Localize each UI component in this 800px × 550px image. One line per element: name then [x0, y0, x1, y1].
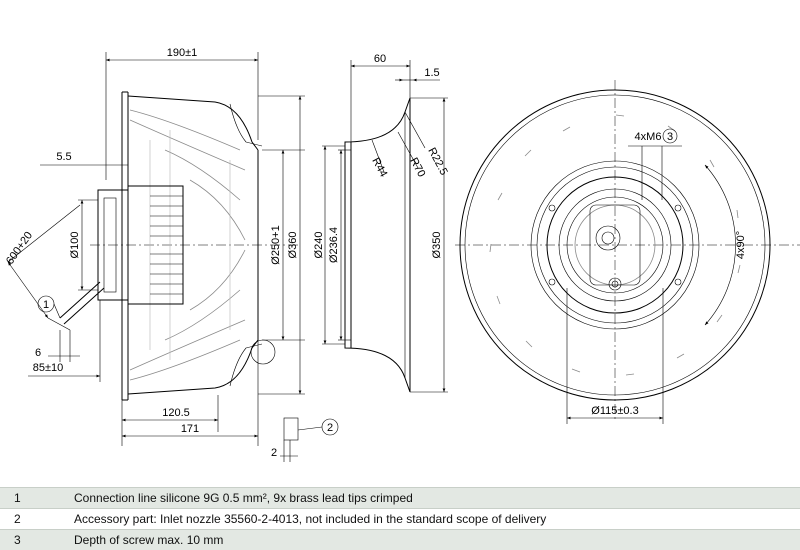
- note-text: Connection line silicone 9G 0.5 mm², 9x …: [66, 487, 800, 509]
- dim-r44: R44: [369, 156, 389, 179]
- dim-dia-350: Ø350: [431, 232, 443, 259]
- rotor-fins: [150, 195, 183, 295]
- dim-6: 6: [35, 347, 41, 359]
- dim-dia-250: Ø250+1: [270, 225, 282, 264]
- table-row: 2 Accessory part: Inlet nozzle 35560-2-4…: [0, 508, 800, 530]
- blade-marks: [489, 114, 741, 376]
- notes-table: 1 Connection line silicone 9G 0.5 mm², 9…: [0, 487, 800, 550]
- dim-width-190: 190±1: [167, 47, 198, 59]
- inlet-nozzle-view: 60 1.5 R22.5 R70 R44 Ø240 Ø236.4 Ø350: [313, 53, 450, 393]
- technical-drawing: 190±1 5.5 Ø100 600+20 1 6 85±10 120.5 17…: [4, 47, 800, 462]
- callout-2-label: 2: [327, 422, 333, 434]
- dim-r22-5: R22.5: [425, 146, 449, 178]
- callout-3-label: 3: [667, 131, 673, 143]
- note-number: 3: [0, 529, 66, 550]
- dim-171: 171: [181, 423, 199, 435]
- table-row: 1 Connection line silicone 9G 0.5 mm², 9…: [0, 487, 800, 509]
- dim-dia-240: Ø240: [313, 232, 325, 259]
- dim-1-5: 1.5: [424, 67, 439, 79]
- dim-thread: 4xM6: [635, 131, 662, 143]
- dim-5-5: 5.5: [56, 151, 71, 163]
- dim-dia-360: Ø360: [287, 232, 299, 259]
- callout-1-label: 1: [43, 299, 49, 311]
- side-view: 190±1 5.5 Ø100 600+20 1 6 85±10 120.5 17…: [4, 47, 339, 462]
- note-number: 1: [0, 487, 66, 509]
- note-number: 2: [0, 508, 66, 530]
- table-row: 3 Depth of screw max. 10 mm: [0, 529, 800, 550]
- dim-60: 60: [374, 53, 386, 65]
- dim-85: 85±10: [33, 362, 64, 374]
- dim-2: 2: [271, 447, 277, 459]
- dim-dia-100: Ø100: [69, 232, 81, 259]
- dim-120-5: 120.5: [162, 407, 190, 419]
- dim-angle: 4x90°: [735, 231, 747, 259]
- dim-600: 600+20: [4, 230, 35, 267]
- note-text: Depth of screw max. 10 mm: [66, 529, 800, 550]
- dim-dia-115: Ø115±0.3: [591, 405, 638, 417]
- dim-dia-236-4: Ø236.4: [328, 227, 340, 263]
- front-view: 4xM6 3 4x90° Ø115±0.3: [455, 80, 800, 424]
- note-text: Accessory part: Inlet nozzle 35560-2-401…: [66, 508, 800, 530]
- callout-3-marker: [662, 128, 678, 144]
